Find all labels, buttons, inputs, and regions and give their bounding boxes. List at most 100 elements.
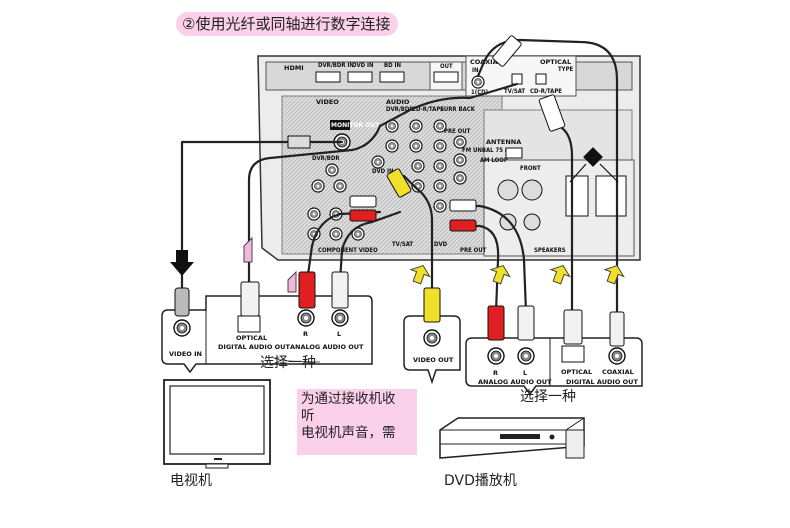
optical-port-2-label: CD-R/TAPE (530, 88, 562, 95)
note-line-2: 听 (301, 408, 315, 424)
hdmi-out-port (433, 71, 459, 83)
video-jack-2 (325, 163, 339, 177)
digital-input-area: COAXIAL IN 1(CD) OPTICAL TYPE TV/SAT CD-… (465, 55, 577, 97)
audio-section-label: AUDIO (386, 98, 410, 106)
dvd-audio-panel: R L ANALOG AUDIO OUT OPTICAL COAXIAL DIG… (465, 305, 643, 396)
dvd-coaxial-label: COAXIAL (602, 368, 634, 376)
dvd-video-panel: VIDEO OUT (403, 287, 461, 385)
black-arrow-icon (170, 250, 194, 276)
audio-input-2: CD-R/TAPE (412, 106, 444, 113)
yellow-arrow-icon-1 (407, 261, 433, 287)
dvd-player-caption: DVD播放机 (444, 473, 517, 489)
video-monitor-cable (180, 140, 344, 294)
video-section: VIDEO MONITOR OUT DVR/BDR (311, 98, 380, 193)
audio-section: AUDIO DVR/BDR CD-R/TAPE SURR BACK DVD IN… (371, 98, 476, 193)
dvd-analog-audio-out-label: ANALOG AUDIO OUT (478, 378, 552, 386)
video-jack-3 (311, 179, 325, 193)
hdmi-port-2 (347, 71, 373, 83)
monitor-out-label: MONITOR OUT (331, 122, 380, 129)
speakers-label: SPEAKERS (534, 247, 566, 254)
tv-digital-audio-out-label: DIGITAL AUDIO OUT (218, 343, 290, 351)
hdmi-out-label: OUT (440, 63, 453, 70)
dvd-audio-red-cable (456, 224, 500, 314)
dvd-label: DVD (434, 241, 448, 248)
dvd-audio-white-cable (456, 204, 528, 314)
page-title: ②使用光纤或同轴进行数字连接 (176, 12, 399, 36)
tv-audio-red-cable (305, 210, 382, 284)
preout-label: PRE OUT (444, 128, 471, 135)
video-jack-4 (333, 179, 347, 193)
coaxial-label: COAXIAL (470, 58, 502, 66)
tv-caption: 电视机 (170, 473, 212, 489)
dvd-video-cable (402, 174, 434, 294)
hdmi-row: HDMI DVR/BDR IN DVD IN BD IN OUT (284, 61, 463, 91)
dvd-optical-cable (546, 110, 574, 320)
tv-audio-l-jack (331, 309, 349, 327)
note-line-1: 为通过接收机收 (301, 391, 396, 407)
dvd-l-label: L (523, 369, 527, 377)
tv-optical-cable (247, 82, 519, 292)
optical-port-tvsat (511, 73, 523, 85)
dvd-coaxial-cable (476, 38, 619, 320)
pre-out-bottom-label: PRE OUT (460, 247, 487, 254)
monitor-out-badge (330, 120, 350, 130)
yellow-arrow-icon-4 (601, 261, 627, 287)
pink-arrow-icon-2 (287, 270, 297, 293)
audio-input-3: SURR BACK (440, 106, 476, 113)
hdmi-input-2-label: DVD IN (352, 62, 374, 69)
component-video-label: COMPONENT VIDEO (318, 247, 378, 254)
tv-panel: VIDEO IN OPTICAL DIGITAL AUDIO OUT R L A… (161, 271, 373, 374)
optical-port-1-label: TV/SAT (504, 88, 525, 95)
dvd-player-device (439, 417, 585, 459)
coaxial-in-label: IN (472, 67, 479, 74)
dvr-bdr-label: DVR/BDR (312, 155, 340, 162)
dvd-coaxial-jack (608, 347, 626, 365)
dvd-r-label: R (493, 369, 498, 377)
fm-unbal-label: FM UNBAL 75 Ω (462, 147, 510, 154)
dvd-audio-l-jack (517, 347, 535, 365)
dvd-optical-port (561, 345, 585, 363)
dvd-choose-one-label: 选择一种 (520, 389, 576, 405)
coaxial-in-jack (471, 75, 485, 89)
tv-audio-white-cable (338, 210, 402, 284)
tv-sat-label: TV/SAT (392, 241, 413, 248)
optical-type-label: TYPE (558, 66, 574, 73)
yellow-arrow-icon-3 (547, 261, 573, 287)
tv-l-label: L (337, 330, 341, 338)
am-loop-label: AM LOOP (480, 157, 508, 164)
hdmi-port-3 (379, 71, 405, 83)
yellow-arrow-icon-2 (487, 261, 513, 287)
note-box: 为通过接收机收 听 电视机声音，需 (297, 389, 417, 455)
tv-audio-r-jack (297, 309, 315, 327)
audio-input-1: DVR/BDR (386, 106, 414, 113)
dvd-video-out-jack (423, 329, 441, 347)
tv-choose-one-label: 选择一种 (260, 355, 316, 371)
optical-port-cdr (535, 73, 547, 85)
tv-optical-label: OPTICAL (236, 334, 267, 342)
hdmi-input-1-label: DVR/BDR IN (318, 62, 354, 69)
tv-video-in-jack (173, 319, 191, 337)
tv-optical-port (237, 315, 261, 333)
video-section-label: VIDEO (316, 98, 339, 106)
cables (180, 38, 619, 320)
tv-video-in-label: VIDEO IN (169, 350, 202, 358)
audio-dvd-in-label: DVD IN (372, 168, 394, 175)
antenna-label: ANTENNA (486, 138, 521, 146)
dvd-audio-r-jack (487, 347, 505, 365)
coaxial-port-label: 1(CD) (471, 89, 488, 96)
hdmi-input-3-label: BD IN (384, 62, 401, 69)
tv-analog-audio-out-label: ANALOG AUDIO OUT (290, 343, 364, 351)
note-line-3: 电视机声音，需 (301, 425, 396, 441)
optical-label: OPTICAL (540, 58, 571, 66)
hdmi-port-1 (315, 71, 341, 83)
antenna-section: ANTENNA FM UNBAL 75 Ω AM LOOP (462, 138, 523, 164)
dvd-optical-label: OPTICAL (561, 368, 592, 376)
hdmi-label: HDMI (284, 64, 304, 72)
tv-r-label: R (303, 330, 308, 338)
dvd-digital-audio-out-label: DIGITAL AUDIO OUT (566, 378, 638, 386)
front-label: FRONT (520, 165, 541, 172)
receiver-plugs (349, 35, 566, 232)
dvd-video-out-label: VIDEO OUT (413, 356, 454, 364)
tv-device (163, 379, 271, 469)
